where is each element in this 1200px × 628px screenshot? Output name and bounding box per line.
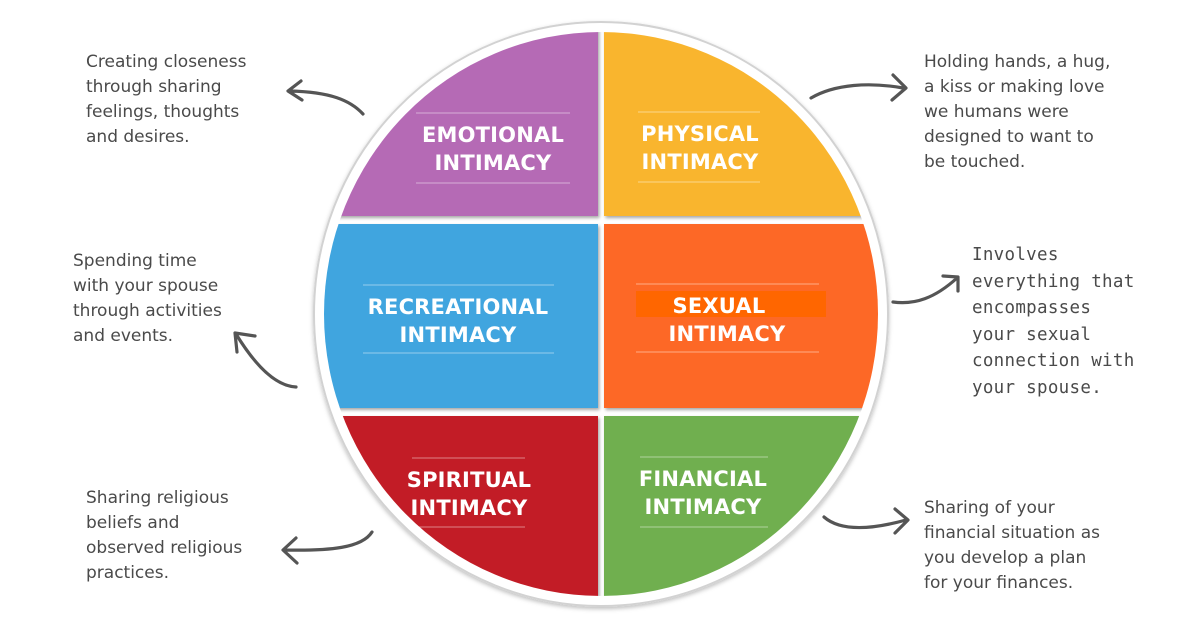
arrow-emotional-icon (286, 79, 365, 116)
arrows (233, 73, 960, 565)
label-physical-line2: INTIMACY (642, 150, 759, 174)
arrow-financial-icon (822, 507, 910, 535)
label-financial-line1: FINANCIAL (639, 467, 767, 491)
arrow-physical-icon (809, 73, 908, 102)
label-physical-line1: PHYSICAL (641, 122, 759, 146)
description-recreational: Spending time with your spouse through a… (73, 251, 222, 346)
description-physical: Holding hands, a hug, a kiss or making l… (924, 52, 1111, 172)
label-spiritual-line1: SPIRITUAL (407, 468, 531, 492)
label-spiritual-line2: INTIMACY (411, 496, 528, 520)
label-emotional-line2: INTIMACY (435, 151, 552, 175)
segment-recreational[interactable] (300, 224, 598, 408)
description-financial: Sharing of your financial situation as y… (924, 498, 1100, 593)
arrow-sexual-icon (891, 274, 960, 305)
label-financial-line2: INTIMACY (645, 495, 762, 519)
sexual-label-highlight (636, 291, 826, 317)
description-sexual: Involves everything that encompasses you… (972, 245, 1135, 398)
label-sexual-line1: SEXUAL (673, 294, 766, 318)
description-spiritual: Sharing religious beliefs and observed r… (86, 488, 243, 583)
label-recreational-line1: RECREATIONAL (368, 295, 549, 319)
description-emotional: Creating closeness through sharing feeli… (86, 52, 247, 147)
label-emotional-line1: EMOTIONAL (422, 123, 564, 147)
label-dividers (363, 111, 819, 528)
label-sexual-line2: INTIMACY (669, 322, 786, 346)
label-recreational-line2: INTIMACY (400, 323, 517, 347)
arrow-recreational-icon (233, 331, 298, 389)
arrow-spiritual-icon (281, 530, 374, 565)
